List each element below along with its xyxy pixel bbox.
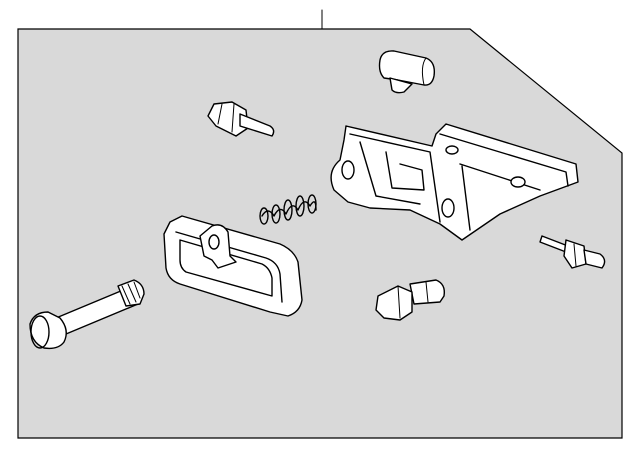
latch-handle (163, 215, 303, 317)
coil-spring (259, 194, 317, 225)
mounting-screw (207, 101, 275, 137)
latch-pin (375, 279, 446, 321)
diagram-panel (17, 28, 623, 439)
small-screw (539, 235, 606, 269)
long-bolt (29, 279, 145, 350)
retainer-clip (378, 50, 436, 94)
mounting-bracket (330, 123, 579, 241)
